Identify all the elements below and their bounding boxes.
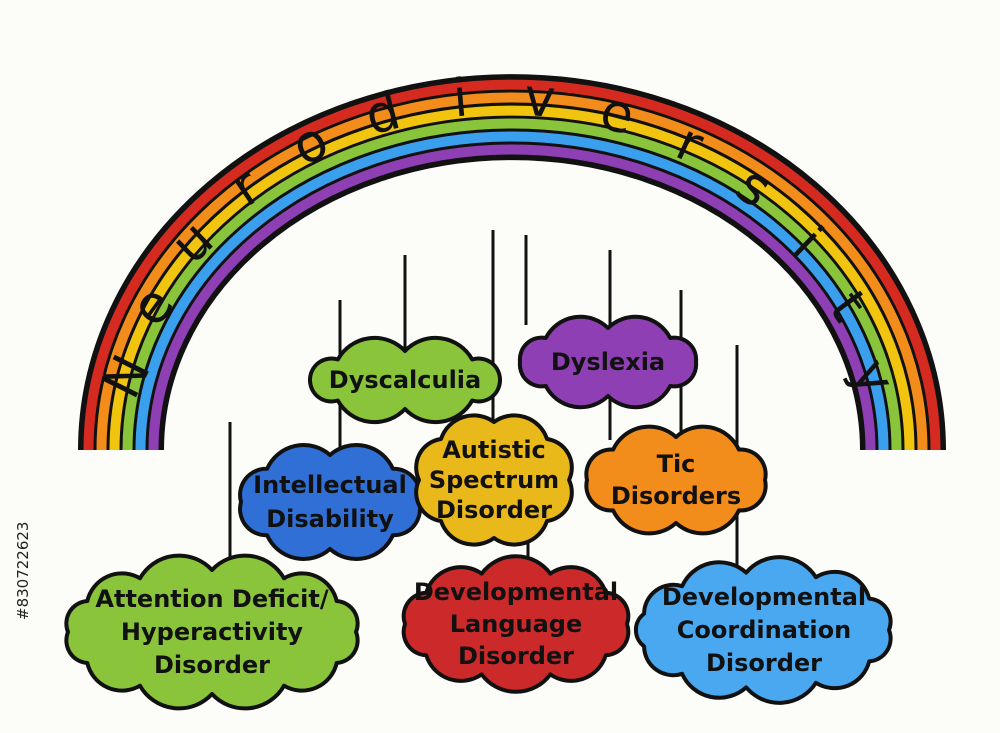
cloud-label-line: Language xyxy=(450,610,583,638)
cloud-label-line: Developmental xyxy=(414,578,618,606)
cloud-label-line: Disorder xyxy=(706,649,822,677)
cloud-label-line: Spectrum xyxy=(429,466,559,494)
cloud-label-line: Disability xyxy=(266,505,394,533)
cloud-dyscalculia: Dyscalculia xyxy=(310,338,500,422)
cloud-shape xyxy=(240,445,420,559)
cloud-label-line: Disorder xyxy=(458,642,574,670)
cloud-label-line: Tic xyxy=(657,450,696,478)
title-letter: v xyxy=(522,68,558,130)
cloud-label-line: Dyslexia xyxy=(551,348,665,376)
cloud-label-line: Hyperactivity xyxy=(121,618,303,646)
rainbow xyxy=(89,85,936,450)
cloud-label-line: Attention Deficit/ xyxy=(95,585,328,613)
cloud-label-line: Disorder xyxy=(154,651,270,679)
cloud-dyslexia: Dyslexia xyxy=(520,317,696,407)
condition-clouds: Dyscalculia DyslexiaIntellectualDisabilit… xyxy=(66,317,890,709)
stock-id-label: #830722623 xyxy=(14,522,32,620)
cloud-label-line: Developmental xyxy=(662,583,866,611)
cloud-label-line: Coordination xyxy=(677,616,851,644)
cloud-label-line: Dyscalculia xyxy=(329,366,481,394)
cloud-shape xyxy=(586,427,765,534)
cloud-label-line: Autistic xyxy=(442,436,546,464)
cloud-label-line: Disorders xyxy=(611,482,741,510)
cloud-label-line: Disorder xyxy=(436,496,552,524)
cloud-label-line: Intellectual xyxy=(253,471,407,499)
